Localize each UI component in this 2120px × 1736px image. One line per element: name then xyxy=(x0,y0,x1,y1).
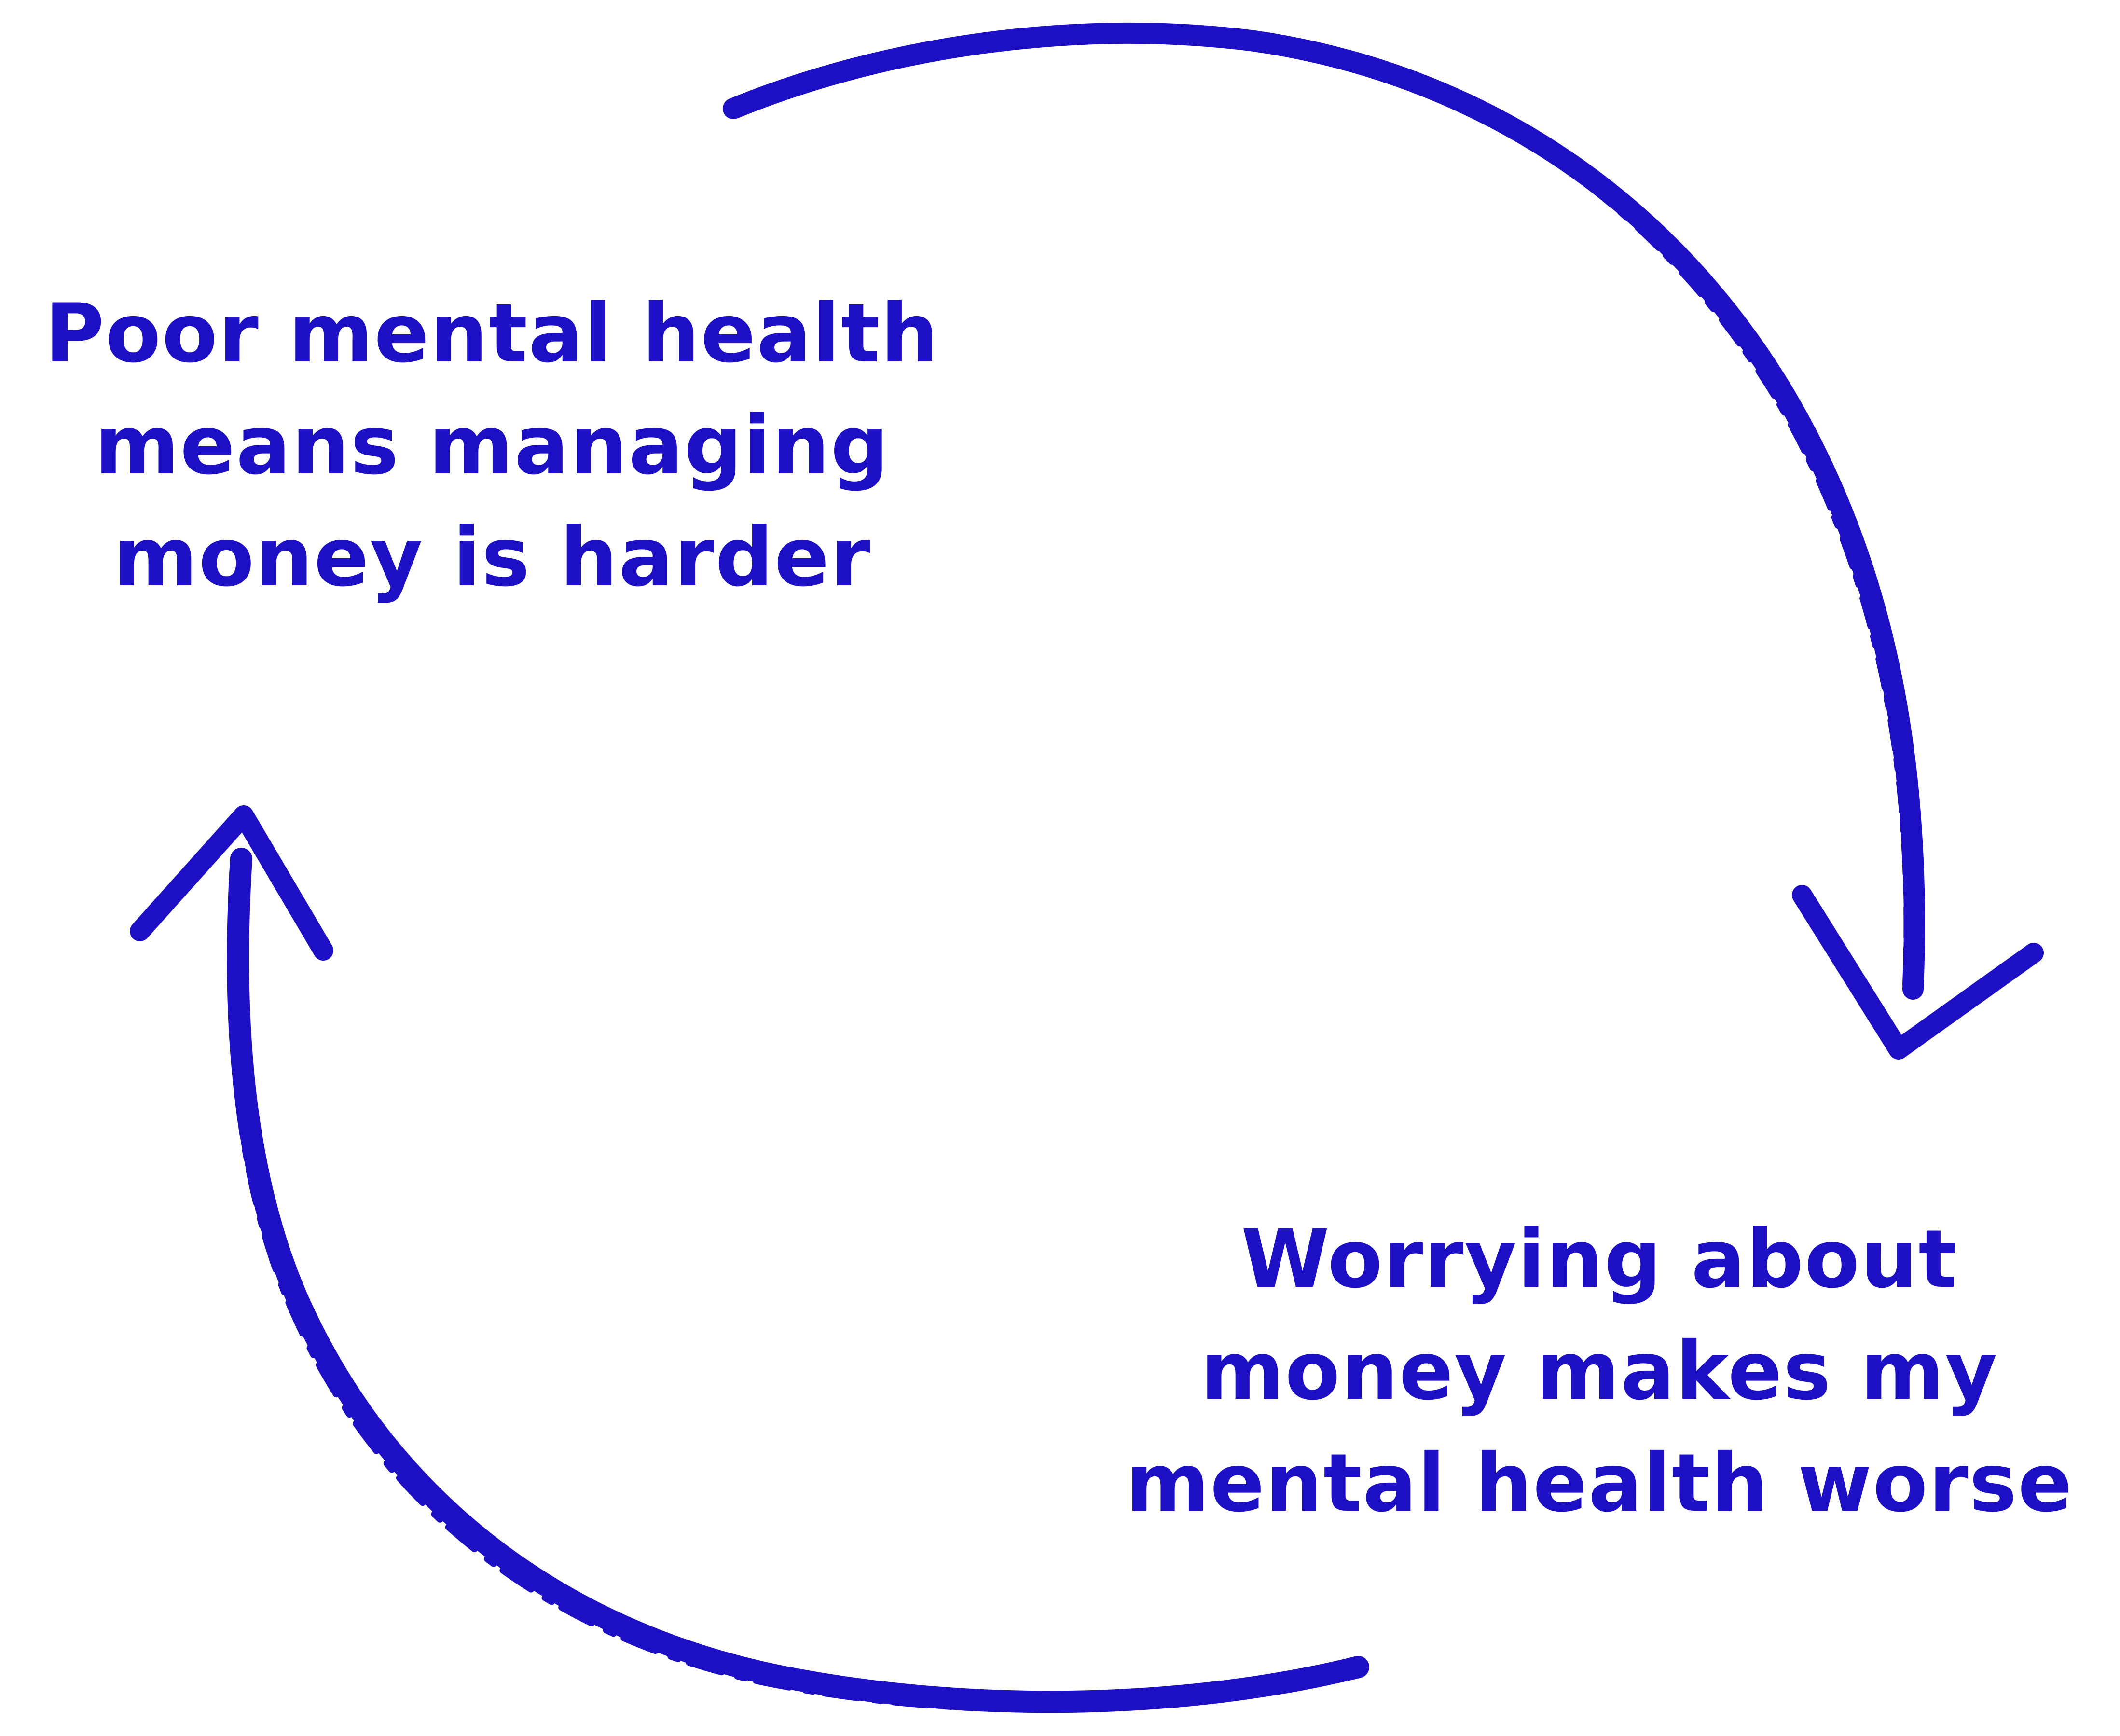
lower-arrowhead xyxy=(130,805,333,961)
lower-arrow xyxy=(130,805,1369,1713)
lower-arrow-shaft-rough xyxy=(227,863,1345,1713)
upper-arrow xyxy=(723,22,2044,1060)
label-top-line-1: Poor mental health xyxy=(44,286,940,381)
label-bottom-line-3: mental health worse xyxy=(1126,1437,2073,1530)
label-poor-mental-health: Poor mental health means managing money … xyxy=(10,277,975,613)
label-bottom-line-1: Worrying about xyxy=(1241,1213,1958,1306)
label-top-line-2: means managing xyxy=(95,398,890,493)
label-worrying-about-money: Worrying about money makes my mental hea… xyxy=(1081,1204,2118,1540)
upper-arrowhead xyxy=(1792,885,2044,1060)
upper-arrow-shaft-rough xyxy=(749,32,1911,988)
label-top-line-3: money is harder xyxy=(113,510,871,605)
lower-arrow-shaft xyxy=(227,848,1369,1713)
label-bottom-line-2: money makes my xyxy=(1200,1325,1998,1418)
